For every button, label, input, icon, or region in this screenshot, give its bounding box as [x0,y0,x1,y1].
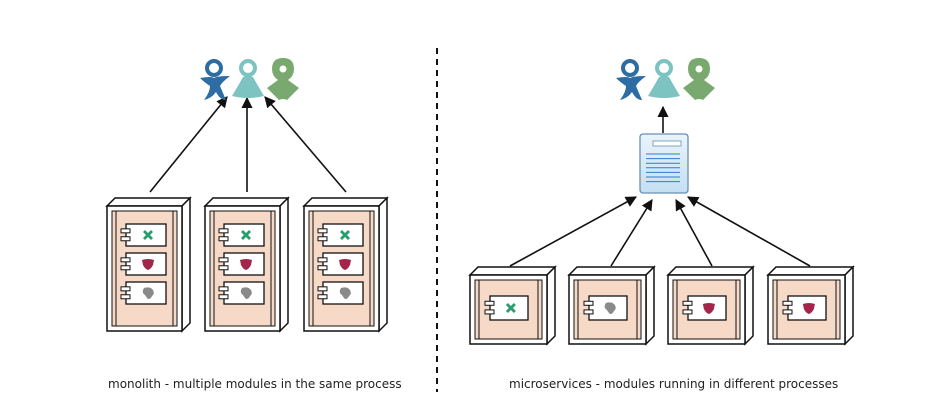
service-to-gateway-arrow [509,196,637,267]
cross-shape-icon [143,230,153,240]
microservice-box [666,265,755,346]
monolith-server [203,196,290,333]
person-star-icon [200,59,230,100]
shield-shape-icon [802,303,815,314]
shield-shape-icon [702,303,715,314]
connector-layer [149,48,811,392]
cross-shape-icon [505,303,516,313]
cross-shape-icon [241,230,251,240]
microservice-box [468,265,557,346]
module-box [317,281,364,305]
cross-shape-icon [340,230,350,240]
monolith-users [200,58,299,100]
module-box [317,223,364,247]
blob-shape-icon [240,287,252,299]
module-box [682,295,727,321]
blob-shape-icon [339,287,351,299]
person-round-icon [648,59,680,98]
shield-shape-icon [240,259,252,270]
monolith-server [105,196,192,333]
shape-layer [105,58,855,346]
module-box [583,295,628,321]
monolith-caption: monolith - multiple modules in the same … [108,377,402,391]
blob-shape-icon [604,302,616,314]
microservices-caption: microservices - modules running in diffe… [509,377,839,391]
gateway-document-icon [639,133,689,194]
module-box [218,281,265,305]
module-box [120,223,167,247]
module-box [120,252,167,276]
shield-shape-icon [142,259,154,270]
monolith-server [302,196,389,333]
monolith-arrow-1 [149,96,228,193]
person-pin-icon [683,58,715,100]
module-box [120,281,167,305]
module-box [484,295,529,321]
microservices-users [616,58,715,100]
service-to-gateway-arrow [687,196,811,267]
microservice-box [766,265,855,346]
microservice-box [567,265,656,346]
shield-shape-icon [339,259,351,270]
module-box [782,295,827,321]
module-box [218,223,265,247]
service-to-gateway-arrow [610,199,653,267]
module-box [218,252,265,276]
person-star-icon [616,59,646,100]
service-to-gateway-arrow [675,199,713,267]
module-box [317,252,364,276]
person-round-icon [232,59,264,98]
person-pin-icon [267,58,299,100]
blob-shape-icon [142,287,154,299]
monolith-arrow-3 [264,96,347,193]
